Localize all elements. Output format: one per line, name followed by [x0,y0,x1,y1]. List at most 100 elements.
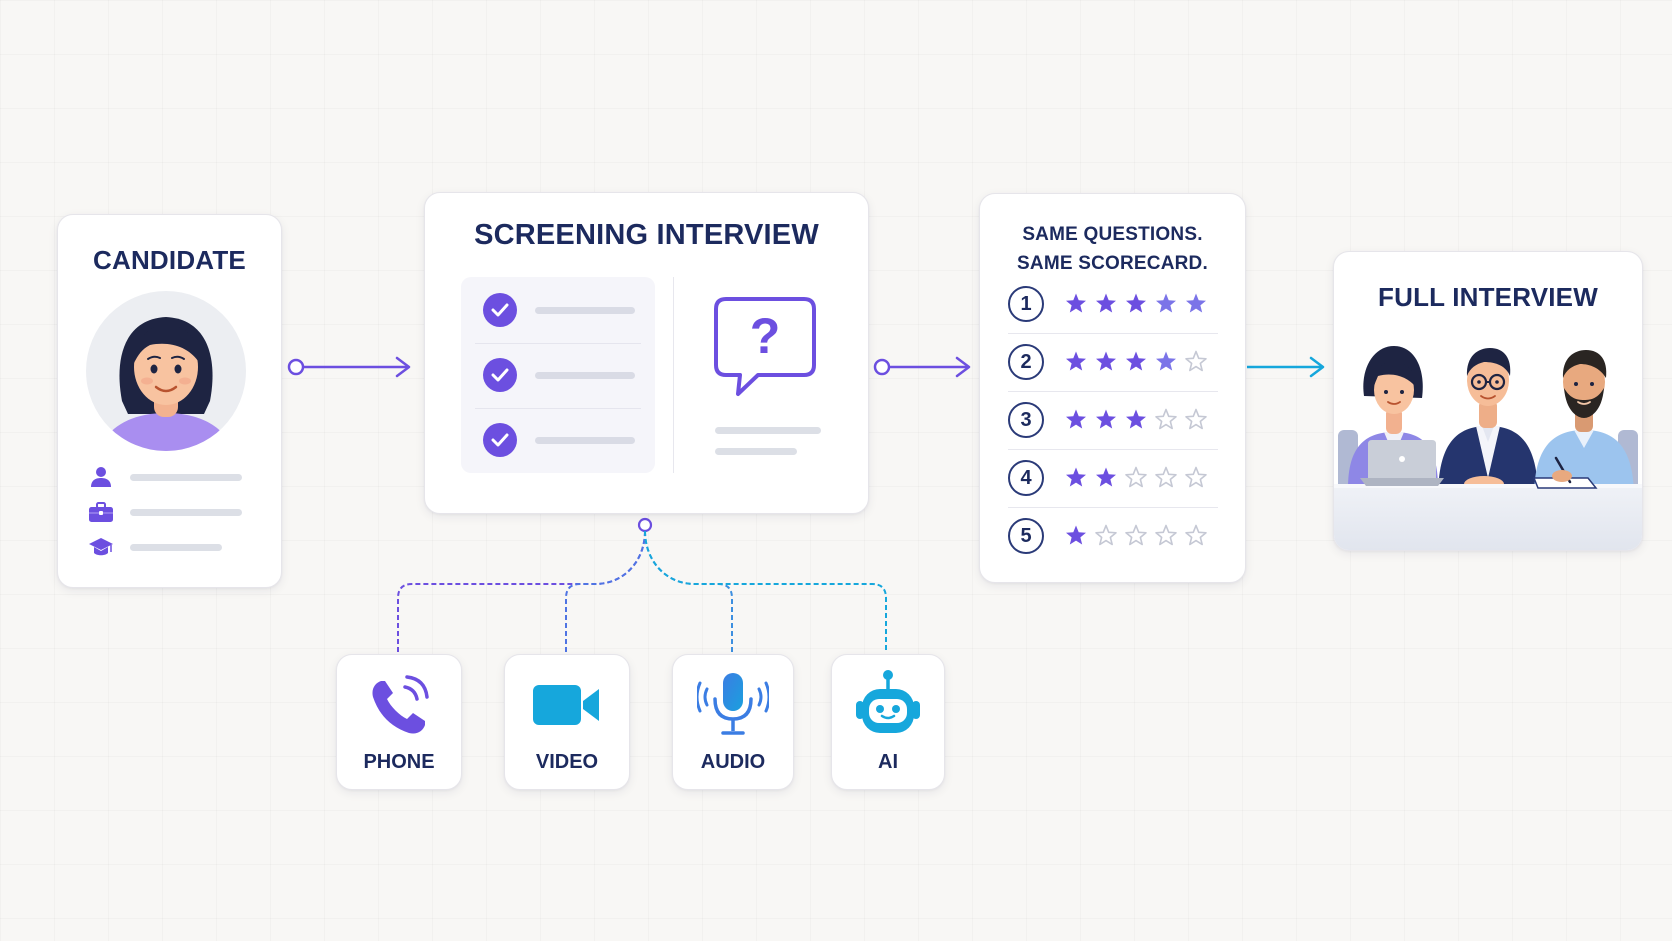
scorecard-row: 2 [1008,335,1218,393]
channel-label: VIDEO [535,751,599,773]
person-icon [88,466,114,488]
scorecard-divider [1008,333,1218,334]
check-circle-icon [483,423,517,457]
star-filled-icon [1156,293,1176,313]
star-filled-icon [1156,351,1176,371]
channel-card-audio: AUDIO [672,654,794,790]
scorecard-divider [1008,449,1218,450]
star-filled-icon [1096,409,1116,429]
star-filled-icon [1066,409,1086,429]
scorecard-title: SAME QUESTIONS. SAME SCORECARD. [980,220,1245,278]
video-camera-icon [531,673,603,737]
star-filled-icon [1066,467,1086,487]
question-number: 3 [1008,402,1044,438]
scorecard-row: 5 [1008,509,1218,567]
screening-title: SCREENING INTERVIEW [474,219,819,251]
microphone-icon [695,671,771,737]
checklist-divider [475,408,641,409]
candidate-avatar [84,289,248,453]
scorecard-row: 1 [1008,277,1218,335]
star-empty-icon [1185,466,1207,488]
check-circle-icon [483,358,517,392]
candidate-title: CANDIDATE [93,245,246,275]
star-filled-icon [1066,293,1086,313]
profile-placeholder-line [130,474,242,481]
star-rating [1066,350,1207,372]
star-empty-icon [1155,466,1177,488]
scorecard-card: SAME QUESTIONS. SAME SCORECARD. 1 2 3 4 5 [979,193,1246,583]
scorecard-divider [1008,507,1218,508]
star-filled-icon [1126,409,1146,429]
star-rating [1066,293,1206,313]
channel-card-video: VIDEO [504,654,630,790]
scorecard-row: 4 [1008,451,1218,509]
scorecard-row: 3 [1008,393,1218,451]
star-empty-icon [1095,524,1117,546]
star-rating [1066,408,1207,430]
laptop-icon [1360,440,1444,486]
star-empty-icon [1125,466,1147,488]
checklist-divider [475,343,641,344]
answer-placeholder-line [715,448,797,455]
briefcase-icon [88,501,114,523]
star-filled-icon [1096,467,1116,487]
scorecard-divider [1008,391,1218,392]
star-filled-icon [1066,525,1086,545]
screening-divider [673,277,674,473]
checklist-placeholder-line [535,437,635,444]
checklist-item [461,277,655,341]
arrow-screening-to-scorecard [873,356,971,378]
star-filled-icon [1126,293,1146,313]
channel-label: AI [878,751,898,773]
star-empty-icon [1185,524,1207,546]
channel-card-phone: PHONE [336,654,462,790]
star-empty-icon [1155,408,1177,430]
education-placeholder-line [130,544,222,551]
question-bubble-icon: ? [712,295,818,399]
question-mark: ? [750,308,781,364]
candidate-card: CANDIDATE [57,214,282,588]
notepad-icon [1532,456,1598,489]
question-number: 4 [1008,460,1044,496]
star-filled-icon [1126,351,1146,371]
candidate-row-profile [88,466,258,488]
question-number: 2 [1008,344,1044,380]
candidate-row-experience [88,501,258,523]
star-filled-icon [1096,293,1116,313]
graduation-cap-icon [88,536,114,558]
checklist-placeholder-line [535,307,635,314]
arrow-scorecard-to-full-interview [1247,356,1325,378]
checklist-item [461,407,655,471]
star-empty-icon [1185,408,1207,430]
checklist-placeholder-line [535,372,635,379]
star-filled-icon [1096,351,1116,371]
channel-card-ai: AI [831,654,945,790]
candidate-row-education [88,536,258,558]
scorecard-title-line2: SAME SCORECARD. [1017,253,1208,274]
star-filled-icon [1066,351,1086,371]
full-interview-card: FULL INTERVIEW [1333,251,1643,551]
full-interview-title: FULL INTERVIEW [1378,282,1598,312]
interviewer-man-right [1534,350,1634,498]
experience-placeholder-line [130,509,242,516]
star-empty-icon [1185,350,1207,372]
star-filled-icon [1186,293,1206,313]
scorecard-title-line1: SAME QUESTIONS. [1022,224,1203,245]
star-empty-icon [1155,524,1177,546]
check-circle-icon [483,293,517,327]
question-number: 5 [1008,518,1044,554]
checklist-item [461,342,655,406]
star-empty-icon [1125,524,1147,546]
interviewer-man-center [1438,348,1538,498]
robot-icon [852,669,924,737]
answer-placeholder-line [715,427,821,434]
phone-icon [367,673,431,737]
question-number: 1 [1008,286,1044,322]
arrow-candidate-to-screening [287,356,411,378]
channel-label: AUDIO [700,751,766,773]
channel-label: PHONE [363,751,435,773]
screening-interview-card: SCREENING INTERVIEW ? [424,192,869,514]
interview-panel-illustration [1334,338,1642,550]
channel-branch-connector [397,517,887,652]
star-rating [1066,466,1207,488]
